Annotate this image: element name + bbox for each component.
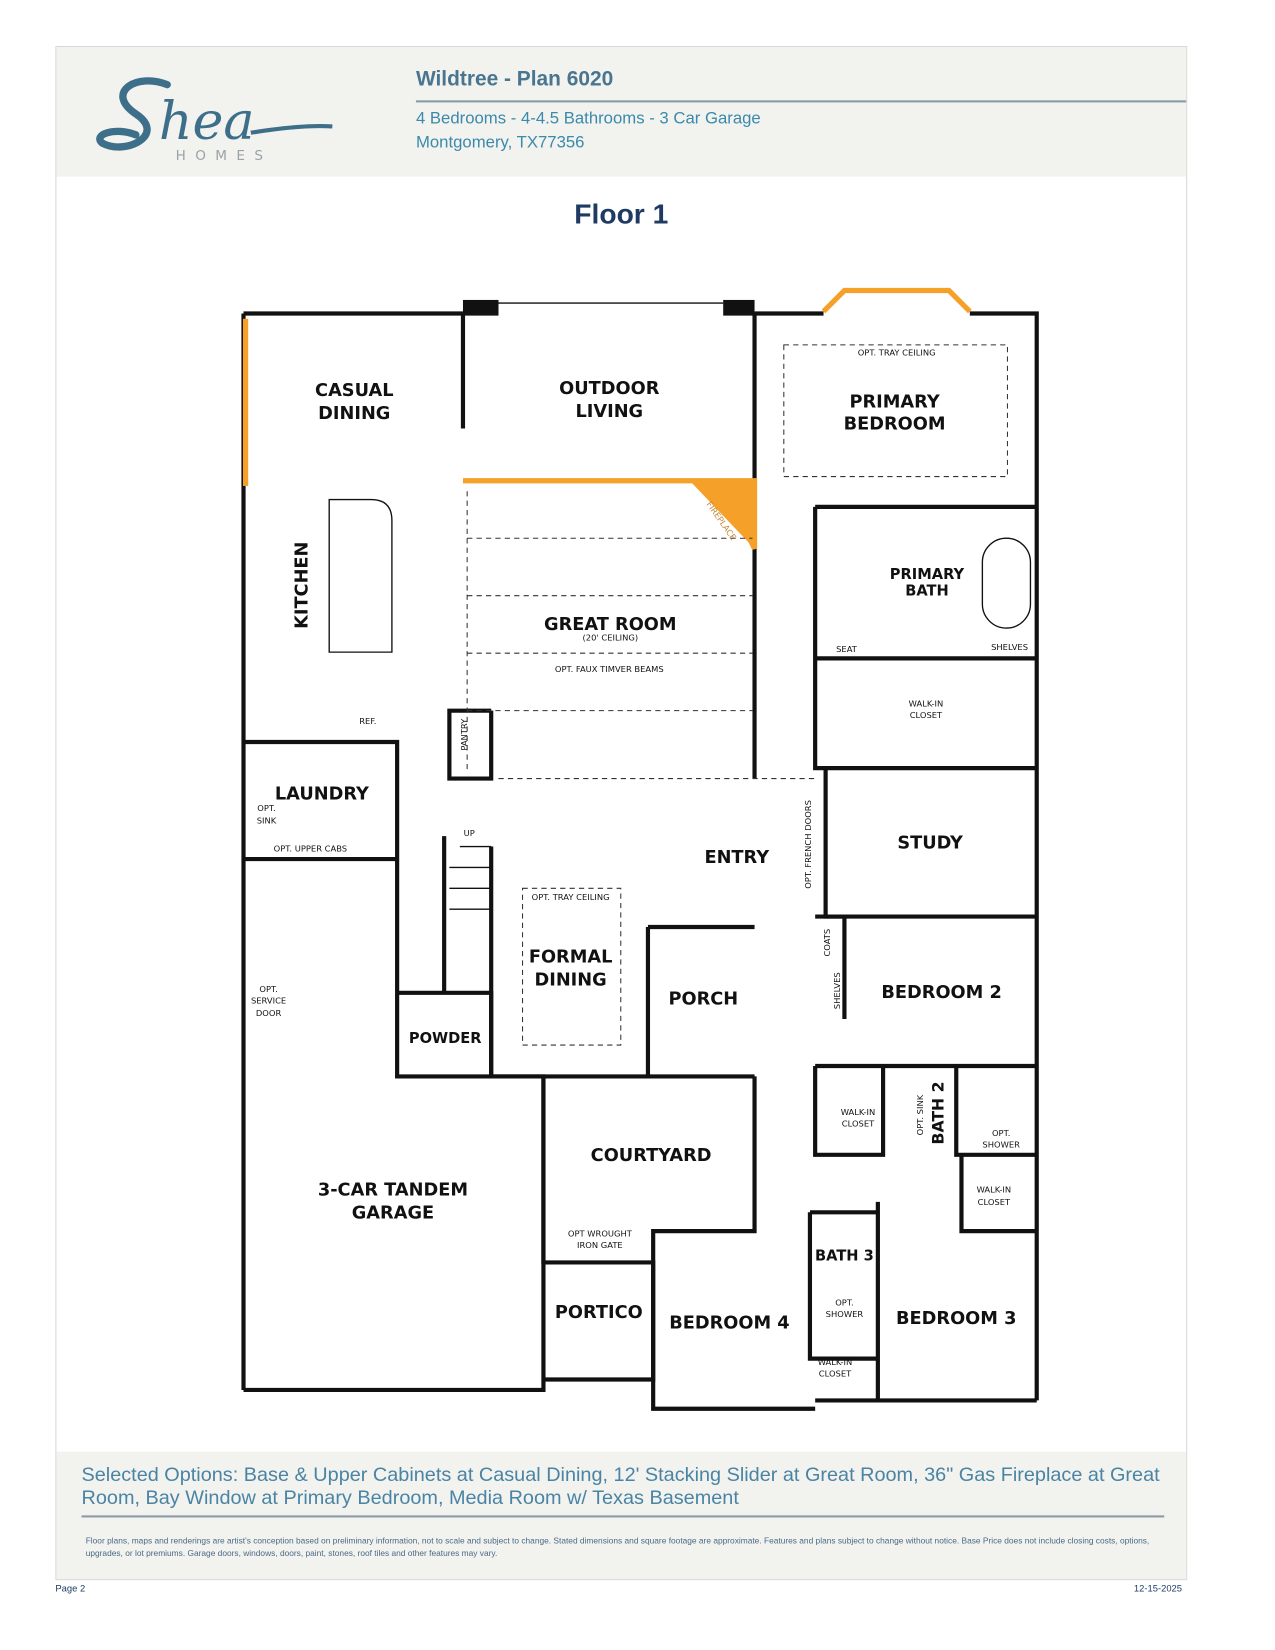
service-door-label-2: SERVICE [251,995,286,1005]
pantry-label: PANTRY [459,718,469,751]
entry-label: ENTRY [704,848,770,868]
plan-title: Wildtree - Plan 6020 [415,67,614,91]
options-divider [81,1515,1165,1518]
footer-band: Selected Options: Base & Upper Cabinets … [56,1451,1187,1580]
ref-label: REF. [359,716,376,726]
walls [241,287,1039,1411]
kitchen-label: KITCHEN [292,542,312,629]
bath3-label: BATH 3 [815,1247,874,1264]
casual-dining-label-2: DINING [318,404,390,424]
bath3-shower-label-2: SHOWER [826,1309,864,1319]
opt-sink-label: OPT. SINK [915,1094,925,1135]
garage-label-2: GARAGE [352,1204,434,1224]
formal-dining-label: FORMAL [529,948,613,968]
great-room-label: GREAT ROOM [544,615,677,635]
bath2-label: BATH 2 [929,1082,948,1145]
bedroom4-label: BEDROOM 4 [669,1313,789,1333]
disclaimer: Floor plans, maps and renderings are art… [85,1536,1150,1559]
casual-dining-label: CASUAL [315,381,393,401]
stairs-up-label: UP [464,828,475,838]
gate-label: OPT WROUGHT [568,1228,633,1238]
page-number: Page 2 [55,1583,86,1594]
primary-closet-label-2: CLOSET [910,710,943,720]
dining-tray-label: OPT. TRAY CEILING [532,892,610,902]
bath2-shower-label: OPT. [992,1128,1010,1138]
service-door-label: OPT. [259,984,277,994]
bed3-closet-label-2: CLOSET [978,1197,1011,1207]
great-room-ceiling: (20' CEILING) [583,633,639,643]
formal-dining-label-2: DINING [534,971,606,991]
header-band: hea HOMES Wildtree - Plan 6020 4 Bedroom… [56,47,1187,177]
room-labels: CASUAL DINING OUTDOOR LIVING OPT. TRAY C… [251,347,1028,1378]
header-divider [415,100,1187,103]
bed3-closet-label: WALK-IN [977,1184,1012,1194]
bath2-shower-label-2: SHOWER [982,1139,1020,1149]
french-doors-label: OPT. FRENCH DOORS [803,800,813,889]
primary-bedroom-label-2: BEDROOM [844,415,946,435]
bed2-closet-label: WALK-IN [841,1107,876,1117]
print-date: 12-15-2025 [1133,1583,1183,1594]
outdoor-living-label-2: LIVING [575,402,643,422]
portico-label: PORTICO [555,1303,643,1323]
coats-label: COATS [822,929,832,957]
shea-homes-logo: hea HOMES [94,62,345,167]
svg-text:hea: hea [159,92,255,152]
shelves-label: SHELVES [991,642,1028,652]
study-label: STUDY [897,834,964,854]
plan-specs: 4 Bedrooms - 4-4.5 Bathrooms - 3 Car Gar… [415,109,761,128]
bed2-closet-label-2: CLOSET [842,1119,875,1129]
svg-text:HOMES: HOMES [176,148,273,164]
primary-bath-label-2: BATH [905,583,949,600]
upper-cabs-label: OPT. UPPER CABS [274,844,347,854]
bed4-closet-label: WALK-IN [818,1357,853,1367]
selected-options: Selected Options: Base & Upper Cabinets … [81,1464,1160,1510]
primary-bath-label: PRIMARY [890,566,965,583]
bed4-closet-label-2: CLOSET [819,1368,852,1378]
laundry-label: LAUNDRY [275,784,370,804]
garage-label: 3-CAR TANDEM [318,1181,468,1201]
laundry-sink-label-2: SINK [257,816,277,826]
hall-shelves-label: SHELVES [832,972,842,1009]
primary-closet-label: WALK-IN [909,698,944,708]
primary-tray-label: OPT. TRAY CEILING [858,347,936,357]
courtyard-label: COURTYARD [591,1146,712,1166]
laundry-sink-label: OPT. [257,803,275,813]
outdoor-living-label: OUTDOOR [559,379,660,399]
primary-bedroom-label: PRIMARY [849,393,940,413]
bedroom2-label: BEDROOM 2 [881,983,1001,1003]
faux-beams-label: OPT. FAUX TIMVER BEAMS [555,664,664,674]
powder-label: POWDER [409,1030,482,1047]
porch-label: PORCH [669,989,739,1009]
seat-label: SEAT [836,644,858,654]
plan-location: Montgomery, TX77356 [415,133,585,152]
bedroom3-label: BEDROOM 3 [896,1309,1016,1329]
gate-label-2: IRON GATE [577,1240,623,1250]
bath3-shower-label: OPT. [835,1297,853,1307]
floor-title: Floor 1 [574,198,669,230]
service-door-label-3: DOOR [256,1008,282,1018]
